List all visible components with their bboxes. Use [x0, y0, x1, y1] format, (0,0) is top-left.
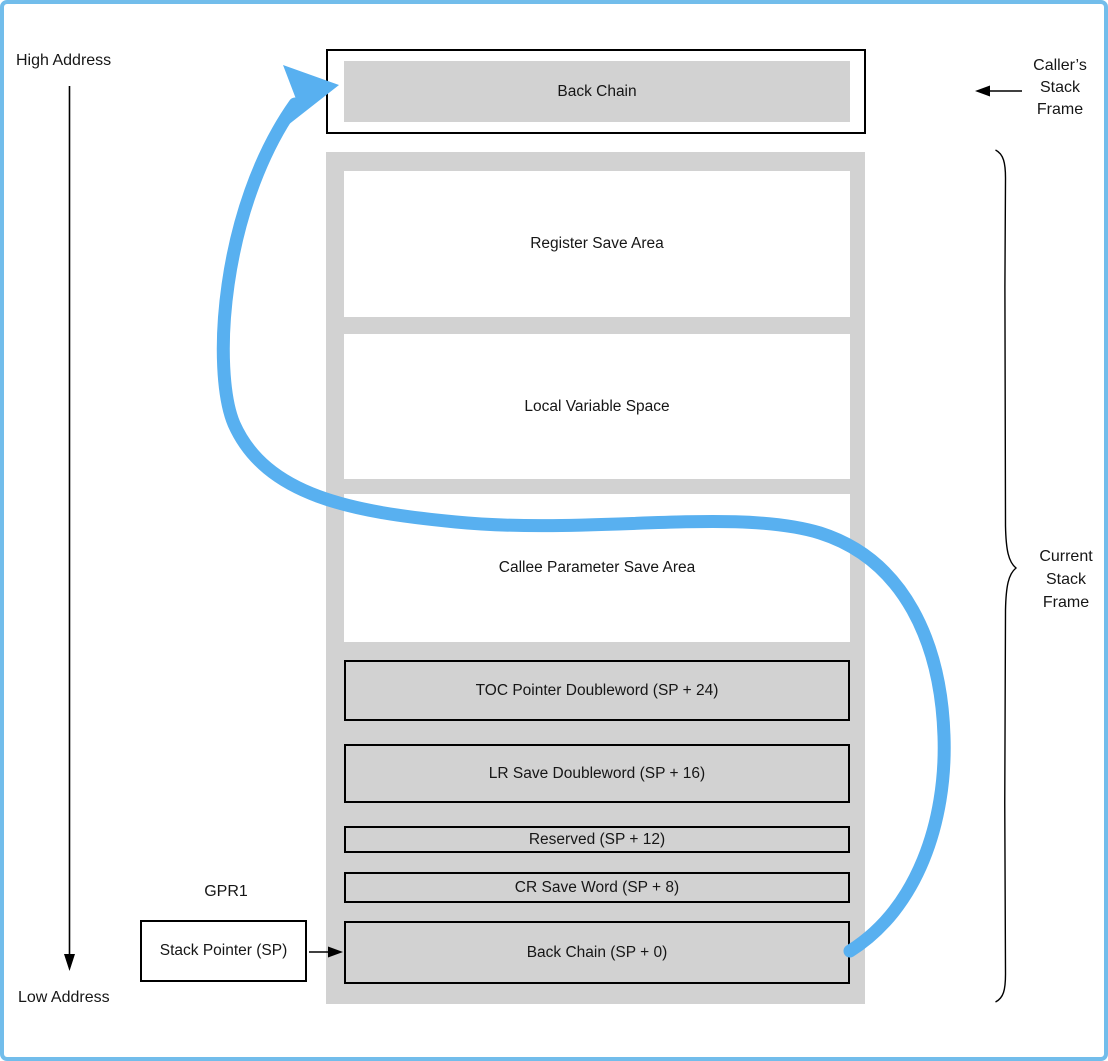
- reserved-box: Reserved (SP + 12): [344, 826, 850, 853]
- caller-back-chain-cell: Back Chain: [344, 61, 850, 122]
- reserved-label: Reserved (SP + 12): [528, 830, 666, 848]
- toc-pointer-doubleword-box: TOC Pointer Doubleword (SP + 24): [344, 660, 850, 721]
- address-axis-arrow: [64, 86, 75, 971]
- back-chain-sp0-label: Back Chain (SP + 0): [526, 943, 668, 961]
- callee-parameter-save-area-box: Callee Parameter Save Area: [344, 494, 850, 642]
- local-variable-space-box: Local Variable Space: [344, 334, 850, 479]
- callee-parameter-save-area-label: Callee Parameter Save Area: [498, 559, 696, 576]
- stack-pointer-box: Stack Pointer (SP): [140, 920, 307, 982]
- register-save-area-box: Register Save Area: [344, 171, 850, 317]
- register-save-area-label: Register Save Area: [530, 235, 664, 252]
- toc-pointer-doubleword-label: TOC Pointer Doubleword (SP + 24): [475, 681, 719, 699]
- current-stack-frame-side-label: Current Stack Frame: [1039, 548, 1093, 611]
- cr-save-word-box: CR Save Word (SP + 8): [344, 872, 850, 903]
- high-address-label: High Address: [16, 52, 112, 69]
- back-chain-sp0-box: Back Chain (SP + 0): [344, 921, 850, 984]
- cr-save-word-label: CR Save Word (SP + 8): [514, 878, 680, 896]
- low-address-label: Low Address: [18, 989, 110, 1006]
- local-variable-space-label: Local Variable Space: [524, 397, 670, 415]
- caller-back-chain-label: Back Chain: [557, 82, 637, 100]
- caller-stack-frame-side-label: Caller’s Stack Frame: [1033, 57, 1087, 118]
- lr-save-doubleword-label: LR Save Doubleword (SP + 16): [488, 764, 706, 782]
- current-frame-brace: [995, 149, 1018, 1003]
- lr-save-doubleword-box: LR Save Doubleword (SP + 16): [344, 744, 850, 803]
- gpr1-label: GPR1: [204, 883, 248, 900]
- stack-pointer-label: Stack Pointer (SP): [159, 942, 288, 959]
